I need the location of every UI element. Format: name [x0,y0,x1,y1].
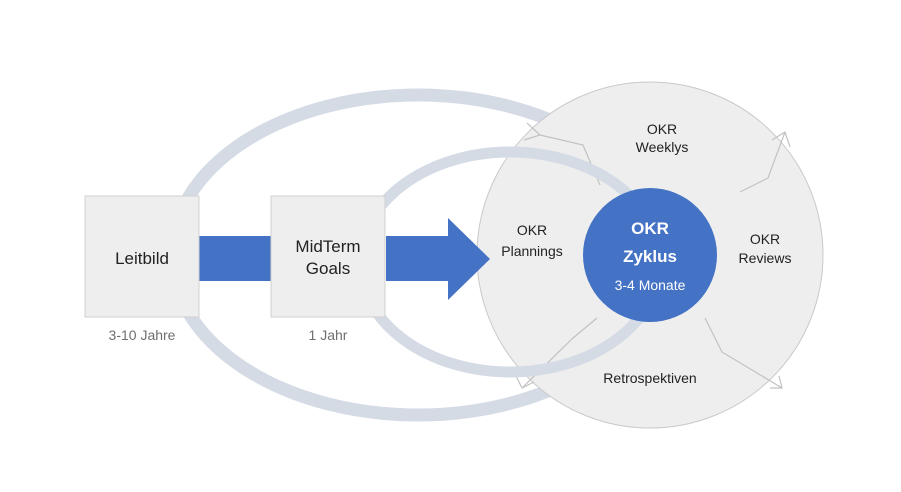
leitbild-box [84,195,200,318]
leitbild-label: Leitbild [115,249,169,268]
leitbild-caption: 3-10 Jahre [109,327,176,343]
midterm-goals-label-line2: Goals [306,259,350,278]
phase-weeklys-line2: Weeklys [636,139,689,155]
phase-reviews-line1: OKR [750,231,780,247]
okr-zyklus-core [583,188,717,322]
phase-plannings-line2: Plannings [501,243,563,259]
midterm-goals-box [270,195,386,318]
core-title-line2: Zyklus [623,247,677,266]
midterm-goals-caption: 1 Jahr [309,327,348,343]
midterm-goals-label-line1: MidTerm [295,237,360,256]
phase-reviews-line2: Reviews [739,250,792,266]
core-subtitle: 3-4 Monate [615,277,686,293]
phase-plannings-line1: OKR [517,222,547,238]
phase-weeklys-line1: OKR [647,121,677,137]
arrow-right-icon [386,218,490,300]
phase-retro-label: Retrospektiven [603,370,696,386]
core-title-line1: OKR [631,219,669,238]
leitbild-to-midterm-connector [198,236,272,281]
